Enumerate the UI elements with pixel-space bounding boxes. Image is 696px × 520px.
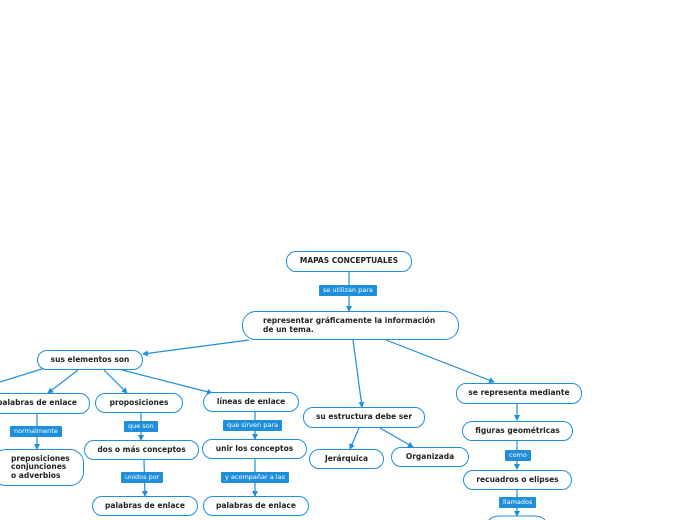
partial-node-bottom xyxy=(488,515,546,520)
node-preposiciones[interactable]: preposiciones conjunciones o adverbios xyxy=(0,449,84,486)
label-que-sirven-para: que sirven para xyxy=(223,420,282,431)
label-unidos-por: unidos por xyxy=(121,472,164,483)
edge-representar-elementos xyxy=(142,339,250,357)
label-llamados: llamados xyxy=(499,497,537,508)
edge-representar-representa xyxy=(385,339,495,383)
label-que-son: que son xyxy=(124,421,158,432)
node-lineas-de-enlace[interactable]: líneas de enlace xyxy=(203,392,299,412)
node-recuadros-o-elipses[interactable]: recuadros o elipses xyxy=(463,470,572,490)
label-como: como xyxy=(505,450,531,461)
node-figuras-geometricas[interactable]: figuras geométricas xyxy=(462,421,573,441)
edge-representar-estructura xyxy=(352,339,365,408)
node-representar[interactable]: representar gráficamente la información … xyxy=(242,311,459,340)
node-proposiciones[interactable]: proposiciones xyxy=(95,393,183,413)
node-se-representa[interactable]: se representa mediante xyxy=(456,383,582,404)
edge-elementos-lineas xyxy=(121,369,213,395)
label-y-acompanar-a-las: y acompañar a las xyxy=(221,472,289,483)
edge-elementos-proposiciones xyxy=(103,369,128,394)
node-dos-o-mas-conceptos[interactable]: dos o más conceptos xyxy=(84,440,199,460)
label-normalmente: normalmente xyxy=(10,426,62,437)
node-sus-elementos[interactable]: sus elementos son xyxy=(37,350,143,370)
label-se-utilizan-para: se utilizan para xyxy=(319,285,377,296)
edge-elementos-palabras xyxy=(47,369,79,394)
node-su-estructura[interactable]: su estructura debe ser xyxy=(303,407,425,428)
node-organizada[interactable]: Organizada xyxy=(391,447,469,467)
node-palabras-de-enlace-3[interactable]: palabras de enlace xyxy=(203,496,309,516)
node-jerarquica[interactable]: Jerárquica xyxy=(309,449,384,469)
edge-estructura-organizada xyxy=(379,427,414,448)
edge-elementos-edge xyxy=(0,367,46,383)
node-mapas-conceptuales[interactable]: MAPAS CONCEPTUALES xyxy=(286,251,412,272)
node-palabras-de-enlace[interactable]: palabras de enlace xyxy=(0,393,90,414)
edge-estructura-jerarquica xyxy=(349,427,360,450)
node-palabras-de-enlace-2[interactable]: palabras de enlace xyxy=(92,496,198,516)
node-unir-los-conceptos[interactable]: unir los conceptos xyxy=(202,439,307,459)
